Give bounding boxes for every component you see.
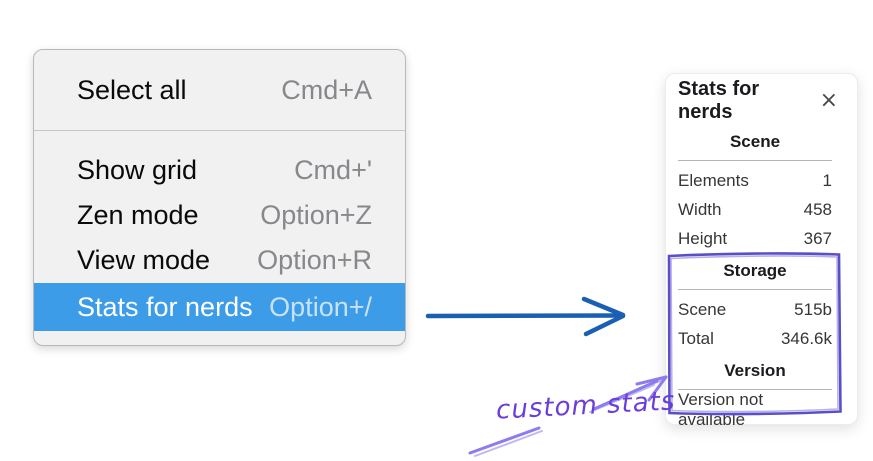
annotation-custom-stats-label: custom stats bbox=[495, 386, 677, 426]
storage-section-header: Storage bbox=[723, 261, 787, 280]
stat-row-scene-storage: Scene 515b bbox=[678, 295, 832, 324]
storage-section: Storage Scene 515b Total 346.6k bbox=[678, 259, 832, 353]
menu-item-select-all[interactable]: Select all Cmd+A bbox=[34, 50, 405, 130]
stat-row-elements: Elements 1 bbox=[678, 166, 832, 195]
scene-section: Scene Elements 1 Width 458 Height 367 bbox=[678, 130, 832, 253]
menu-item-show-grid[interactable]: Show grid Cmd+' bbox=[34, 148, 405, 193]
stat-row-height: Height 367 bbox=[678, 224, 832, 253]
version-note: Version not available bbox=[678, 390, 764, 429]
stat-label: Width bbox=[678, 199, 722, 219]
menu-item-shortcut: Cmd+A bbox=[281, 74, 372, 105]
stat-label: Elements bbox=[678, 170, 749, 190]
menu-item-label: Show grid bbox=[77, 155, 198, 185]
stat-value: 515b bbox=[794, 299, 832, 319]
menu-item-label: Zen mode bbox=[77, 200, 199, 230]
stat-label: Height bbox=[678, 228, 728, 248]
menu-item-label: View mode bbox=[77, 245, 211, 275]
menu-item-view-mode[interactable]: View mode Option+R bbox=[34, 238, 405, 283]
stats-panel-header: Stats for nerds × bbox=[678, 78, 838, 123]
version-section-header: Version bbox=[724, 361, 786, 380]
scene-section-header: Scene bbox=[729, 132, 781, 151]
menu-item-label: Stats for nerds bbox=[77, 291, 253, 322]
context-menu: Select all Cmd+A Show grid Cmd+' Zen mod… bbox=[33, 49, 406, 346]
stat-value: 458 bbox=[803, 199, 832, 219]
stat-row-width: Width 458 bbox=[678, 195, 832, 224]
stat-label: Total bbox=[678, 328, 714, 348]
menu-group: Show grid Cmd+' Zen mode Option+Z View m… bbox=[34, 131, 405, 331]
flow-arrow bbox=[425, 296, 626, 337]
stats-panel-title: Stats for nerds bbox=[678, 78, 760, 123]
stat-value: 1 bbox=[822, 170, 832, 190]
close-icon[interactable]: × bbox=[819, 88, 838, 113]
menu-item-shortcut: Option+Z bbox=[260, 200, 372, 230]
menu-item-shortcut: Option+R bbox=[257, 245, 372, 275]
stat-value: 346.6k bbox=[780, 328, 832, 348]
menu-item-shortcut: Cmd+' bbox=[294, 155, 372, 185]
menu-item-stats-for-nerds[interactable]: Stats for nerds Option+/ bbox=[34, 283, 405, 331]
menu-item-shortcut: Option+/ bbox=[269, 291, 372, 322]
stat-row-total-storage: Total 346.6k bbox=[678, 324, 832, 353]
stat-value: 367 bbox=[803, 228, 832, 248]
stat-label: Scene bbox=[678, 299, 727, 319]
menu-divider bbox=[34, 130, 405, 131]
section-divider bbox=[678, 160, 832, 161]
stats-panel: Stats for nerds × Scene Elements 1 Width… bbox=[665, 73, 858, 429]
menu-item-label: Select all bbox=[77, 74, 187, 105]
version-section: Version Version not available bbox=[678, 359, 832, 429]
menu-item-zen-mode[interactable]: Zen mode Option+Z bbox=[34, 193, 405, 238]
section-divider bbox=[678, 289, 832, 290]
